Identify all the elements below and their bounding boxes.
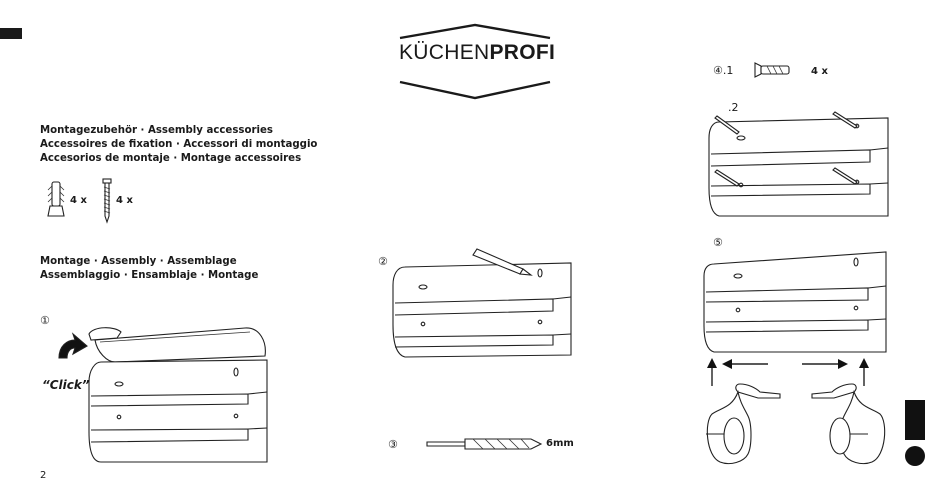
- accessories-line-1: Montagezubehör · Assembly accessories: [40, 125, 273, 136]
- step-3-number: ③: [388, 438, 398, 451]
- page-number: 2: [40, 470, 47, 481]
- brand-logo-light: KÜCHEN: [399, 41, 490, 64]
- brand-logo-bold: PROFI: [489, 41, 556, 64]
- step-4-sub-1: .1: [722, 64, 734, 77]
- warning-exclamation-dot: [905, 446, 925, 466]
- click-label: “Click”: [42, 378, 90, 392]
- step-2-number: ②: [378, 255, 388, 268]
- screw-icon: [102, 178, 112, 224]
- accessories-heading: Montagezubehör · Assembly accessories Ac…: [40, 124, 317, 166]
- step-5-mounting-illustration: [703, 251, 887, 465]
- step-1-rack-illustration: [58, 327, 268, 463]
- step-4-sub-2: .2: [728, 101, 739, 114]
- step-1-number: ①: [40, 314, 50, 327]
- screw-quantity: 4 x: [116, 195, 133, 206]
- drill-size-label: 6mm: [546, 438, 574, 449]
- assembly-line-1: Montage · Assembly · Assemblage: [40, 256, 237, 267]
- assembly-line-2: Assemblaggio · Ensamblaje · Montage: [40, 270, 259, 281]
- step-4-number: ④.1: [713, 64, 733, 77]
- page-edge-tab: [0, 28, 22, 39]
- accessories-line-2: Accessoires de fixation · Accessori di m…: [40, 139, 318, 150]
- accessories-line-3: Accesorios de montaje · Montage accessoi…: [40, 153, 302, 164]
- drill-bit-icon: [426, 438, 543, 450]
- warning-exclamation-icon: [905, 400, 925, 440]
- assembly-heading: Montage · Assembly · Assemblage Assembla…: [40, 255, 258, 283]
- wall-dowel-icon: [47, 181, 65, 217]
- step-4-circle: ④: [713, 64, 723, 77]
- step-4-dowel-icon: [754, 62, 790, 78]
- step-5-number: ⑤: [713, 236, 723, 249]
- brand-logo: KÜCHENPROFI: [399, 41, 555, 65]
- dowel-quantity: 4 x: [70, 195, 87, 206]
- step-4-quantity: 4 x: [811, 66, 828, 77]
- step-4-screw-illustration: [708, 111, 889, 217]
- step-2-marking-illustration: [392, 248, 572, 358]
- brand-logo-diamond: [399, 23, 551, 100]
